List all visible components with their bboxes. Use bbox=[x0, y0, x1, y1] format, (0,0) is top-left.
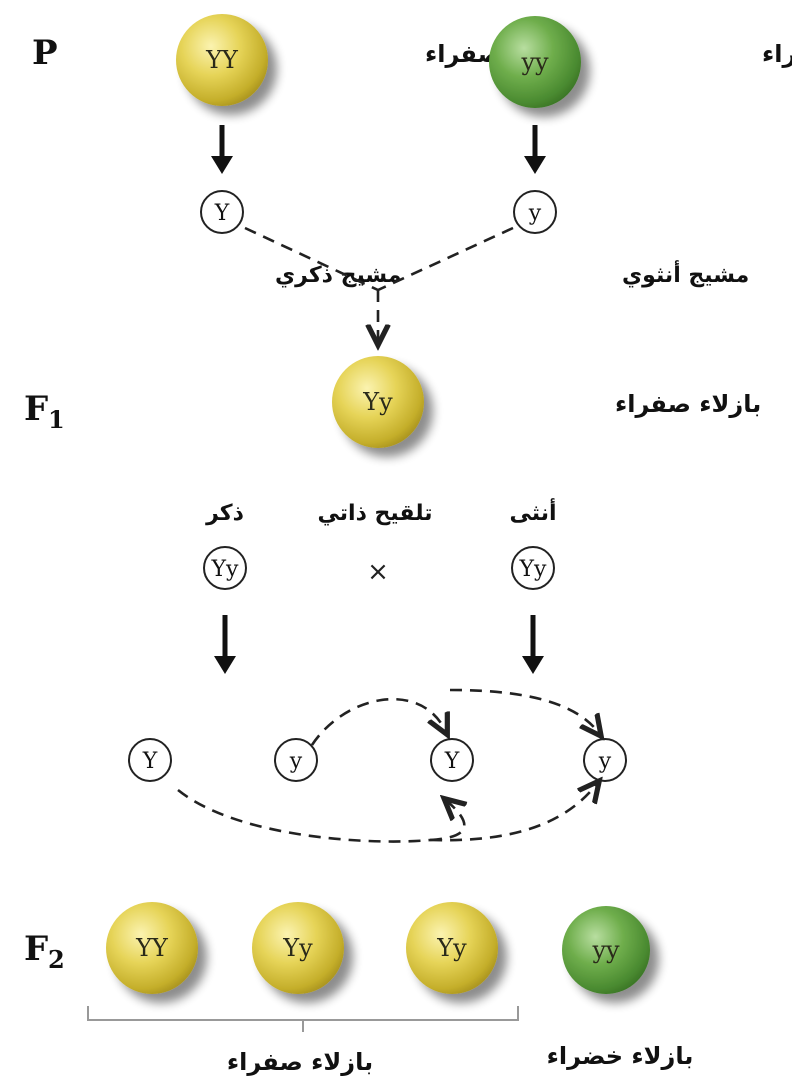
f1-gamete: y bbox=[274, 738, 318, 782]
f2-green-label: بازلاء خضراء bbox=[547, 1042, 694, 1070]
svg-text:y: y bbox=[598, 749, 612, 774]
recombination-dashed-arc bbox=[429, 802, 464, 842]
f1-pea-label: بازلاء صفراء bbox=[615, 390, 761, 418]
female-parent-genotype: Yy bbox=[511, 546, 555, 590]
gamete-female-y-recessive: y bbox=[513, 190, 557, 234]
f1-gamete: y bbox=[583, 738, 627, 782]
male-label: ذكر bbox=[205, 501, 244, 526]
svg-text:Y: Y bbox=[142, 749, 158, 774]
svg-text:Yy: Yy bbox=[362, 388, 393, 416]
arrow-down-icon bbox=[214, 615, 236, 674]
recombination-dashed-arc bbox=[177, 788, 431, 843]
svg-text:Yy: Yy bbox=[519, 557, 548, 582]
svg-text:Y: Y bbox=[444, 749, 460, 774]
f2-pea: Yy bbox=[406, 902, 498, 994]
fertilization-dashed-line bbox=[377, 226, 514, 292]
p-green-pea: yy bbox=[489, 16, 581, 108]
gamete-male-y-dominant: Y bbox=[200, 190, 244, 234]
self-pollination-label: تلقيح ذاتي bbox=[318, 501, 433, 526]
p-yellow-pea: YY bbox=[176, 14, 268, 106]
svg-text:yy: yy bbox=[520, 48, 549, 76]
recombination-dashed-arc bbox=[310, 697, 445, 746]
svg-text:y: y bbox=[289, 749, 303, 774]
svg-text:YY: YY bbox=[205, 46, 239, 74]
svg-text:F: F bbox=[24, 389, 48, 429]
p-green-pea-label: بازلاء خضراء bbox=[762, 40, 792, 68]
generation-label-f2: F 2 bbox=[24, 929, 65, 974]
yellow-group-bracket bbox=[87, 1006, 519, 1032]
cross-symbol: × bbox=[367, 557, 389, 587]
svg-text:1: 1 bbox=[48, 405, 65, 434]
svg-text:y: y bbox=[528, 201, 542, 226]
f2-yellow-label: بازلاء صفراء bbox=[227, 1048, 373, 1076]
svg-text:YY: YY bbox=[135, 934, 169, 962]
f1-gamete: Y bbox=[128, 738, 172, 782]
f1-gamete: Y bbox=[430, 738, 474, 782]
arrow-down-icon bbox=[524, 125, 546, 174]
svg-text:yy: yy bbox=[591, 936, 620, 964]
svg-text:Yy: Yy bbox=[282, 934, 313, 962]
svg-text:2: 2 bbox=[48, 945, 65, 974]
female-label: أنثى bbox=[509, 497, 556, 526]
recombination-dashed-arc bbox=[429, 785, 596, 842]
generation-label-p: P bbox=[32, 33, 58, 73]
svg-text:Y: Y bbox=[214, 201, 230, 226]
f2-pea: YY bbox=[106, 902, 198, 994]
arrow-down-icon bbox=[522, 615, 544, 674]
male-parent-genotype: Yy bbox=[203, 546, 247, 590]
svg-text:F: F bbox=[24, 929, 48, 969]
svg-text:Yy: Yy bbox=[436, 934, 467, 962]
arrow-down-icon bbox=[211, 125, 233, 174]
svg-text:Yy: Yy bbox=[211, 557, 240, 582]
f2-pea: yy bbox=[562, 906, 650, 994]
male-gamete-label: مشيج ذكري bbox=[275, 263, 401, 288]
recombination-dashed-arc bbox=[449, 688, 598, 732]
f2-pea: Yy bbox=[252, 902, 344, 994]
female-gamete-label: مشيج أنثوي bbox=[622, 259, 749, 288]
generation-label-f1: F 1 bbox=[24, 389, 65, 434]
fertilization-dashed-line bbox=[244, 226, 379, 292]
f1-yellow-pea: Yy bbox=[332, 356, 424, 448]
